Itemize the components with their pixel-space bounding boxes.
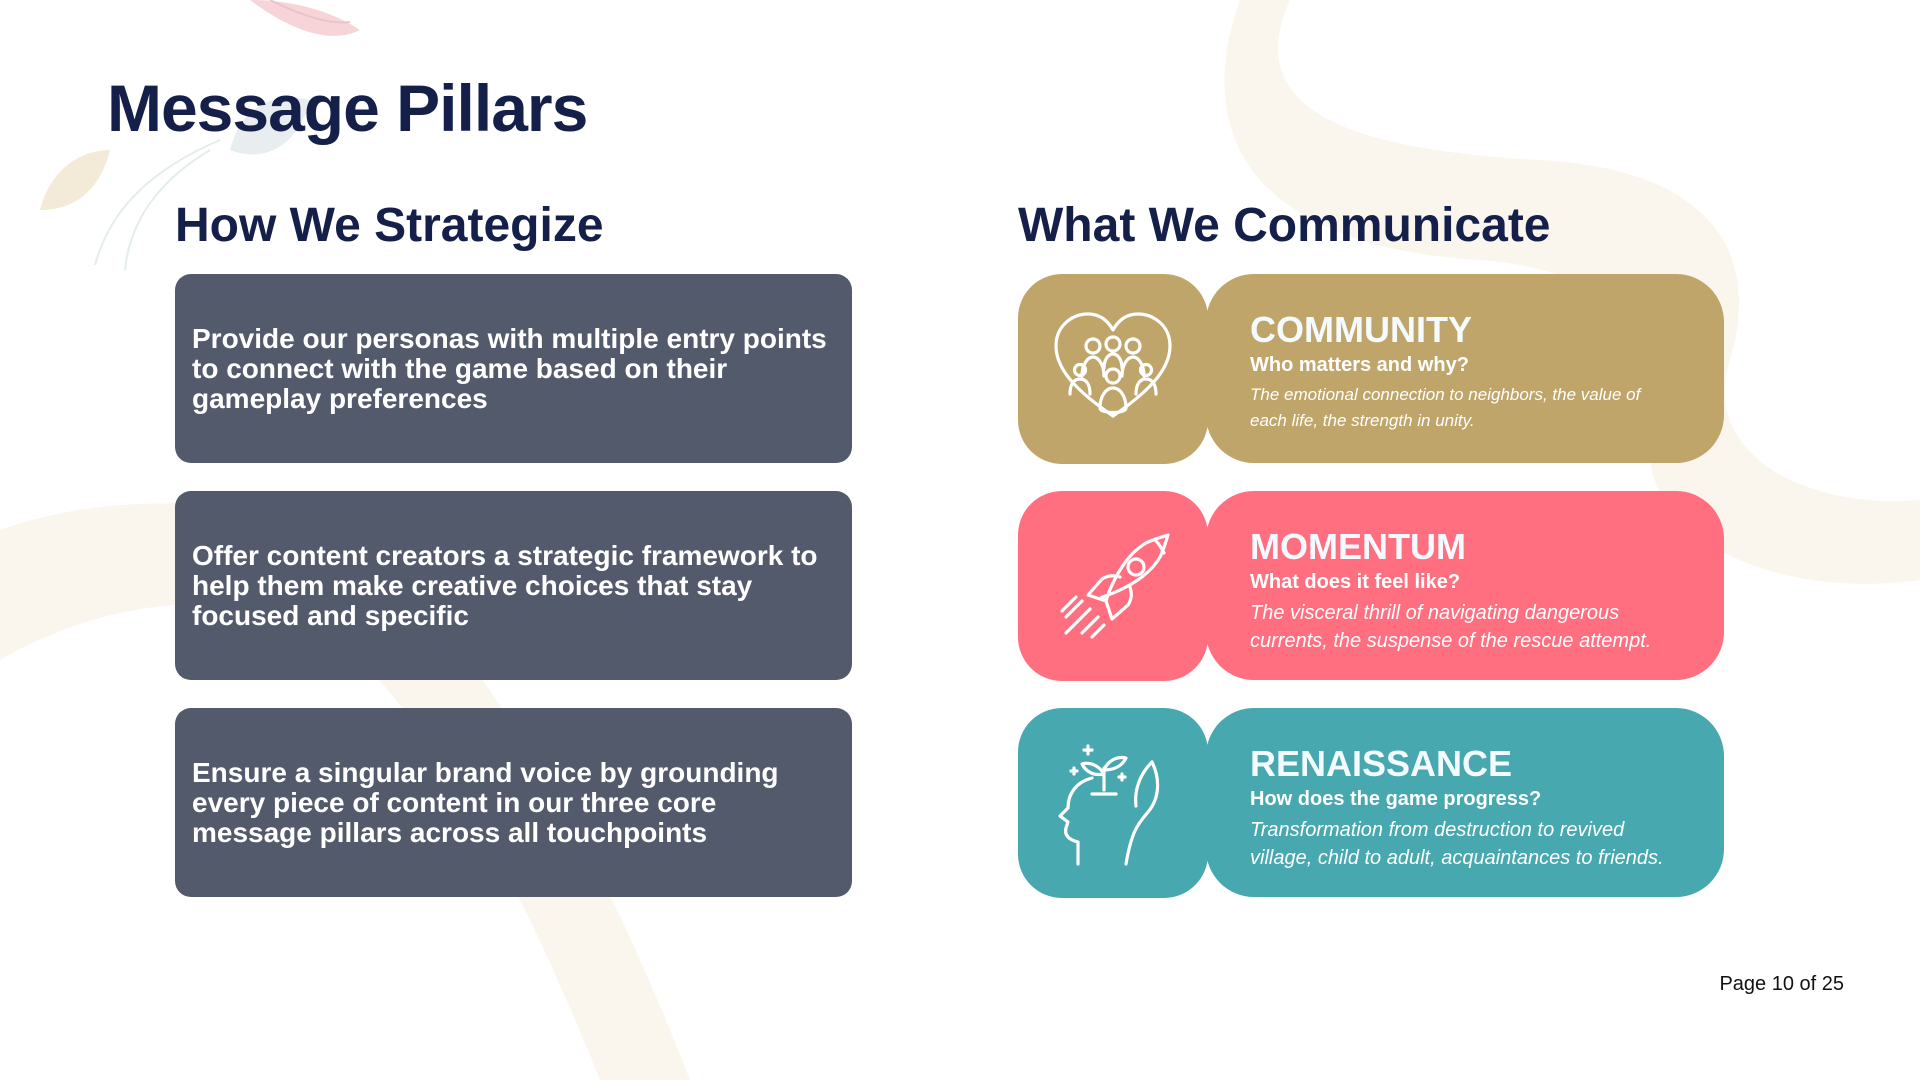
pillar-description: Transformation from destruction to reviv… bbox=[1250, 819, 1664, 869]
strategy-card-text: Offer content creators a strategic frame… bbox=[192, 539, 818, 631]
community-icon-box bbox=[1018, 274, 1208, 464]
strategy-card-text: Ensure a singular brand voice by groundi… bbox=[192, 756, 779, 848]
pillar-description: The emotional connection to neighbors, t… bbox=[1250, 385, 1641, 430]
community-pillar: COMMUNITY Who matters and why? The emoti… bbox=[1206, 274, 1724, 463]
strategy-card-text: Provide our personas with multiple entry… bbox=[192, 322, 827, 414]
page-number: Page 10 of 25 bbox=[1719, 973, 1844, 995]
pillar-question: What does it feel like? bbox=[1250, 571, 1461, 593]
leaf-decoration bbox=[94, 139, 221, 266]
pillar-question: How does the game progress? bbox=[1250, 788, 1542, 810]
renaissance-icon-box bbox=[1018, 708, 1208, 898]
background-swirl bbox=[1224, 0, 1920, 584]
head-sprout-icon bbox=[1058, 744, 1160, 866]
leaf-decoration bbox=[40, 150, 110, 210]
strategy-card: Offer content creators a strategic frame… bbox=[175, 491, 852, 680]
momentum-icon-box bbox=[1018, 491, 1208, 681]
pillar-description: The visceral thrill of navigating danger… bbox=[1250, 602, 1652, 652]
leaf-decoration bbox=[124, 149, 211, 271]
leaf-decoration bbox=[230, 97, 310, 155]
strategy-card: Provide our personas with multiple entry… bbox=[175, 274, 852, 463]
pillar-question: Who matters and why? bbox=[1250, 354, 1469, 376]
renaissance-pillar: RENAISSANCE How does the game progress? … bbox=[1206, 708, 1724, 897]
pillar-name: COMMUNITY bbox=[1250, 309, 1472, 350]
pillar-name: RENAISSANCE bbox=[1250, 743, 1513, 784]
strategy-card: Ensure a singular brand voice by groundi… bbox=[175, 708, 852, 897]
leaf-decoration bbox=[250, 0, 360, 36]
rocket-icon bbox=[1060, 533, 1170, 639]
heart-people-icon bbox=[1054, 312, 1172, 418]
momentum-pillar: MOMENTUM What does it feel like? The vis… bbox=[1206, 491, 1724, 680]
page-title: Message Pillars bbox=[107, 71, 588, 145]
leaf-decoration bbox=[269, 0, 351, 24]
communicate-heading: What We Communicate bbox=[1018, 199, 1551, 252]
pillar-name: MOMENTUM bbox=[1250, 526, 1466, 567]
strategy-heading: How We Strategize bbox=[175, 199, 604, 252]
